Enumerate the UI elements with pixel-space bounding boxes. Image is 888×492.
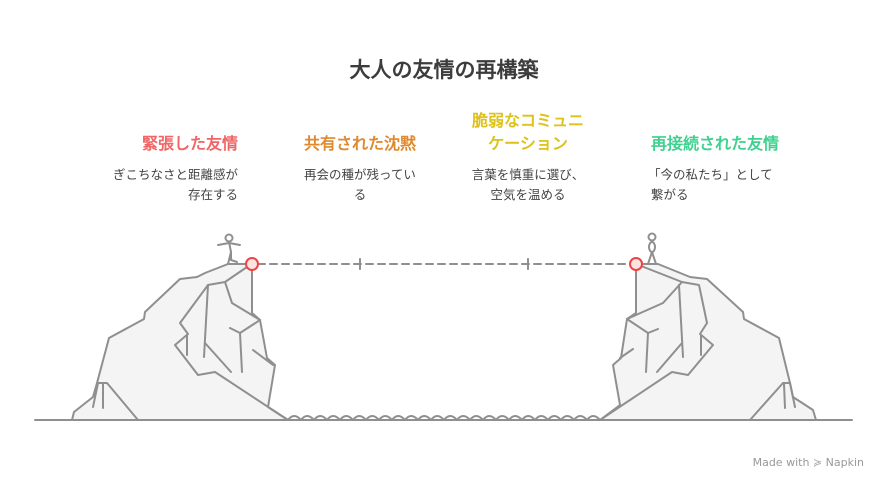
end-marker [629, 257, 643, 271]
stage-4-desc-line2: 繋がる [651, 187, 689, 202]
right-cliff [599, 263, 817, 421]
credit: Made with ≽ Napkin [753, 456, 864, 469]
water-waves [287, 415, 601, 421]
stage-2-desc-line1: 再会の種が残ってい [304, 167, 416, 182]
right-person-icon [647, 232, 657, 265]
napkin-logo-icon: ≽ [812, 456, 823, 469]
left-person-icon [217, 233, 241, 265]
stage-4-heading: 再接続された友情 [651, 134, 780, 153]
stage-3-heading-line2: ケーション [488, 134, 568, 153]
stage-4-desc-line1: 「今の私たち」として [648, 167, 773, 182]
stage-1-heading: 緊張した友情 [141, 134, 238, 153]
stage-1-desc-line1: ぎこちなさと距離感が [112, 167, 238, 182]
brand-name: Napkin [825, 456, 864, 469]
start-marker [245, 257, 259, 271]
page-title: 大人の友情の再構築 [349, 58, 539, 82]
credit-text: Made with [752, 456, 810, 469]
left-cliff [71, 263, 289, 421]
stage-3-heading-line1: 脆弱なコミュニ [471, 111, 584, 130]
stage-2-heading: 共有された沈黙 [303, 134, 416, 153]
stage-1-desc-line2: 存在する [187, 187, 238, 202]
stage-2-desc-line2: る [353, 187, 367, 202]
stage-3-desc-line2: 空気を温める [490, 187, 566, 202]
stage-3-desc-line1: 言葉を慎重に選び、 [471, 167, 585, 182]
